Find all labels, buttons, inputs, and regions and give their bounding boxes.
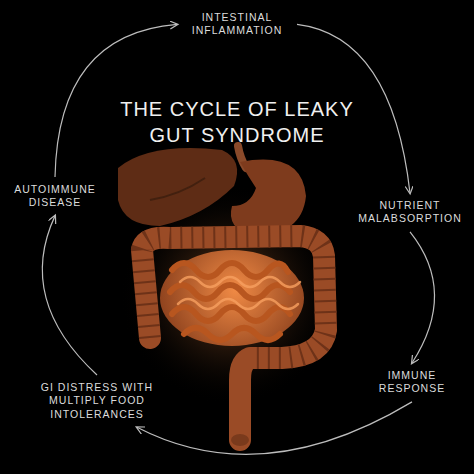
stage-label: GI DISTRESS WITH MULTIPLY FOOD INTOLERAN… [24, 381, 170, 421]
stage-label: NUTRIENT MALABSORPTION [353, 199, 467, 226]
cycle-arrow [42, 216, 97, 375]
cycle-arrow [137, 402, 412, 454]
cycle-arrow [410, 232, 435, 363]
stage-label: INTESTINAL INFLAMMATION [184, 11, 290, 38]
cycle-stage: IMMUNE RESPONSE [366, 368, 458, 397]
diagram-title: THE CYCLE OF LEAKY GUT SYNDROME [112, 96, 362, 148]
cycle-stage: NUTRIENT MALABSORPTION [351, 198, 469, 227]
cycle-stage: INTESTINAL INFLAMMATION [182, 10, 292, 39]
cycle-stage: GI DISTRESS WITH MULTIPLY FOOD INTOLERAN… [22, 380, 172, 422]
stage-label: AUTOIMMUNE DISEASE [10, 183, 100, 210]
title-text: THE CYCLE OF LEAKY GUT SYNDROME [120, 98, 354, 146]
cycle-stage: AUTOIMMUNE DISEASE [8, 182, 102, 211]
stage-label: IMMUNE RESPONSE [368, 369, 456, 396]
